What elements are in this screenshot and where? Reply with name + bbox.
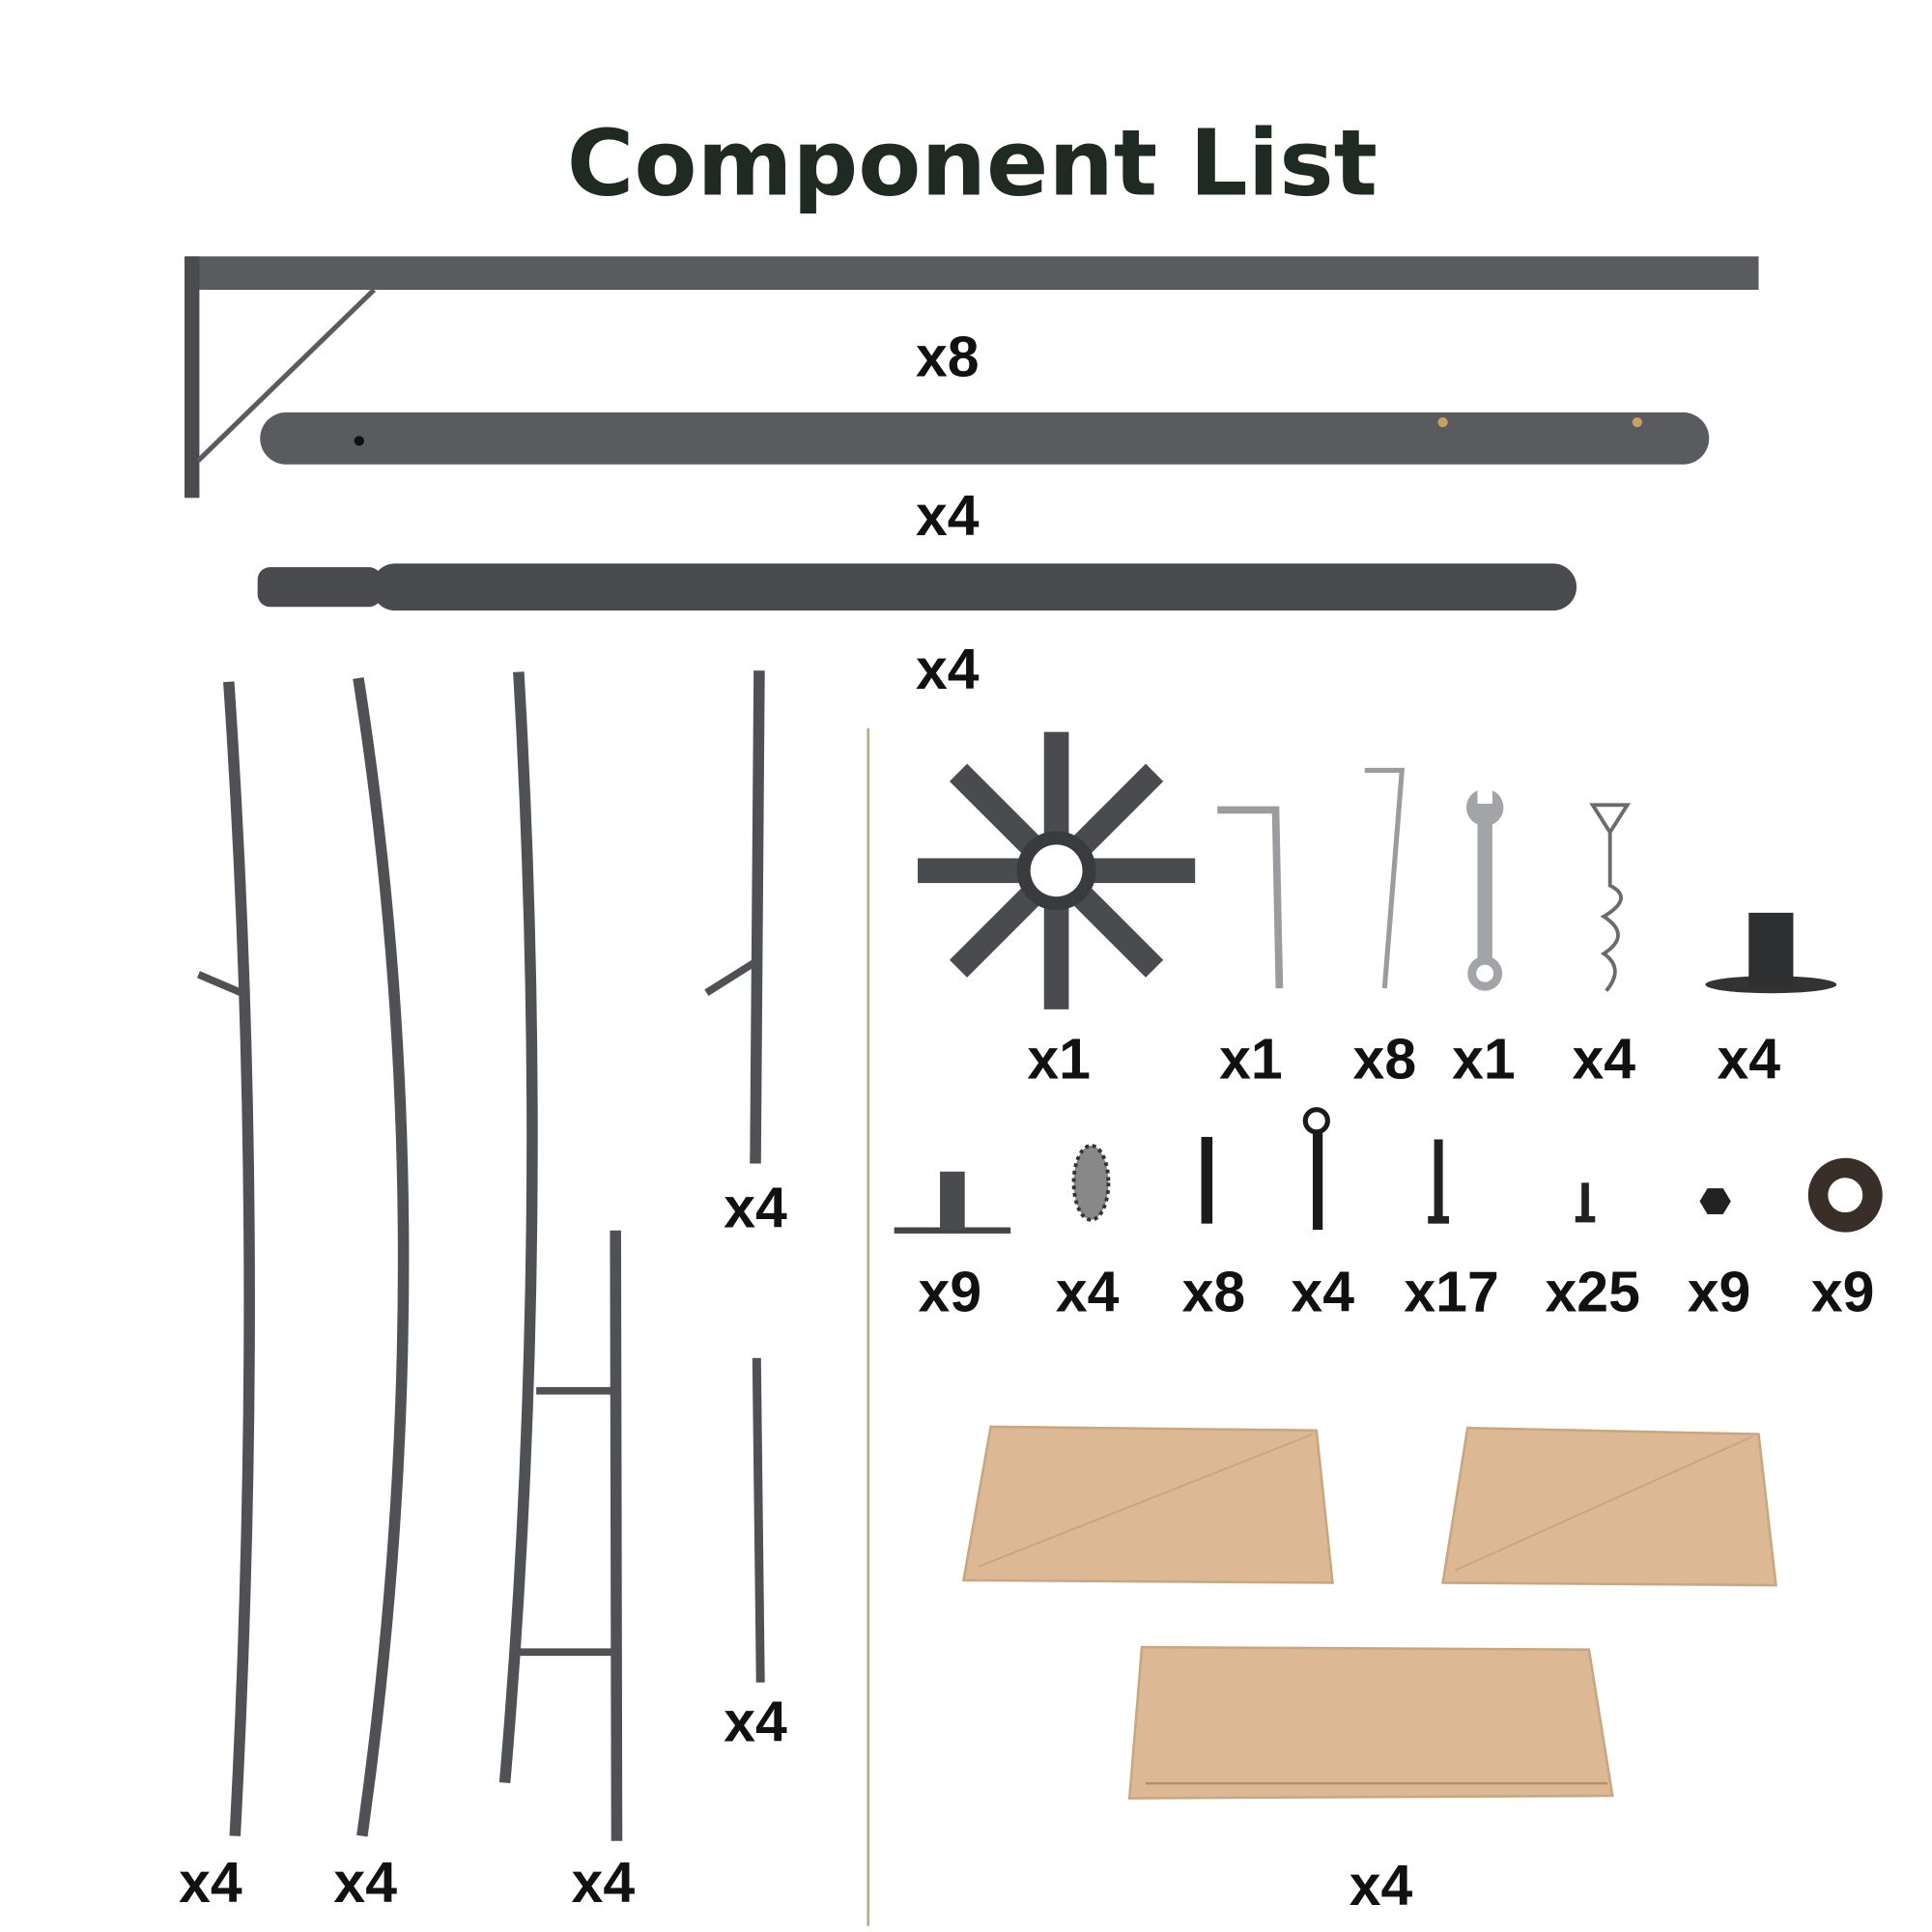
nut-icon xyxy=(1699,1188,1731,1215)
page-title: Component List xyxy=(567,110,1378,216)
star-connector-icon xyxy=(918,731,1196,1009)
long-arm-part xyxy=(185,256,1759,498)
lower-pole-part xyxy=(257,563,1577,611)
svg-text:x9: x9 xyxy=(1811,1262,1875,1324)
curved-post-2 xyxy=(353,677,410,1837)
base-plate-icon xyxy=(1705,912,1837,994)
washer-icon xyxy=(1807,1157,1883,1233)
long-screw-icon xyxy=(1428,1139,1449,1224)
expansion-bolt-icon xyxy=(1201,1136,1213,1224)
svg-text:x25: x25 xyxy=(1546,1262,1640,1324)
ladder-qty: x4 xyxy=(572,1852,636,1915)
curved-1-qty: x4 xyxy=(179,1852,242,1915)
canopy-panel-1 xyxy=(961,1425,1334,1584)
svg-text:x17: x17 xyxy=(1404,1262,1498,1324)
hex-key-icon xyxy=(1364,767,1406,989)
long-arm-qty: x8 xyxy=(916,327,980,389)
svg-text:x4: x4 xyxy=(1291,1262,1354,1324)
svg-text:x1: x1 xyxy=(1027,1029,1091,1092)
lower-pole-qty: x4 xyxy=(916,639,980,701)
eye-bolt-icon xyxy=(1302,1107,1330,1231)
short-screw-icon xyxy=(1575,1182,1596,1223)
svg-text:x8: x8 xyxy=(1353,1029,1417,1092)
canopy-qty: x4 xyxy=(1350,1855,1413,1918)
svg-text:x4: x4 xyxy=(1056,1262,1120,1324)
curved-post-1 xyxy=(196,681,255,1836)
short-bar-qty: x4 xyxy=(724,1691,787,1754)
svg-text:x9: x9 xyxy=(919,1262,982,1324)
hardware-row1-qty: x1 x1 x8 x1 x4 x4 xyxy=(1027,1029,1780,1092)
upright-part xyxy=(704,670,765,1164)
curved-2-qty: x4 xyxy=(333,1852,397,1915)
short-bar-part xyxy=(752,1357,765,1683)
allen-key-icon xyxy=(1217,806,1284,989)
wrench-icon xyxy=(1465,788,1504,991)
canopy-panel-2 xyxy=(1441,1426,1777,1587)
middle-pole-qty: x4 xyxy=(916,485,980,548)
svg-text:x1: x1 xyxy=(1452,1029,1516,1092)
ground-stake-icon xyxy=(1589,803,1632,992)
rope-icon xyxy=(1071,1143,1111,1222)
ladder-part xyxy=(498,671,623,1841)
svg-text:x1: x1 xyxy=(1219,1029,1283,1092)
svg-text:x9: x9 xyxy=(1688,1262,1751,1324)
hardware-row2-qty: x9 x4 x8 x4 x17 x25 x9 x9 xyxy=(919,1262,1875,1324)
svg-text:x8: x8 xyxy=(1182,1262,1246,1324)
svg-text:x4: x4 xyxy=(1717,1029,1780,1092)
canopy-panel-3 xyxy=(1127,1645,1614,1800)
middle-pole-part xyxy=(260,412,1710,465)
svg-text:x4: x4 xyxy=(1572,1029,1635,1092)
bracket-icon xyxy=(894,1171,1011,1234)
upright-qty: x4 xyxy=(724,1178,787,1240)
